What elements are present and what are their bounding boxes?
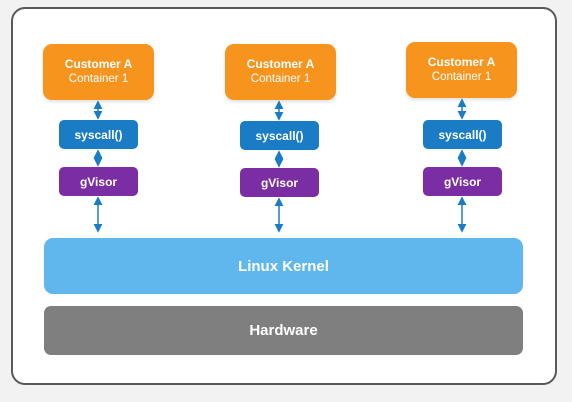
gvisor-box-2: gVisor — [240, 168, 319, 197]
container-customer-label: Customer A — [64, 57, 133, 71]
linux-kernel-box: Linux Kernel — [44, 238, 523, 294]
hardware-box: Hardware — [44, 306, 523, 355]
container-box-1: Customer A Container 1 — [43, 44, 154, 100]
syscall-box-2: syscall() — [240, 121, 319, 150]
container-box-2: Customer A Container 1 — [225, 44, 336, 100]
container-name-label: Container 1 — [68, 73, 129, 85]
container-customer-label: Customer A — [246, 57, 315, 71]
container-name-label: Container 1 — [250, 73, 311, 85]
container-name-label: Container 1 — [431, 71, 492, 83]
container-customer-label: Customer A — [427, 55, 496, 69]
gvisor-box-1: gVisor — [59, 167, 138, 196]
syscall-box-3: syscall() — [423, 120, 502, 149]
gvisor-box-3: gVisor — [423, 167, 502, 196]
container-box-3: Customer A Container 1 — [406, 42, 517, 98]
syscall-box-1: syscall() — [59, 120, 138, 149]
